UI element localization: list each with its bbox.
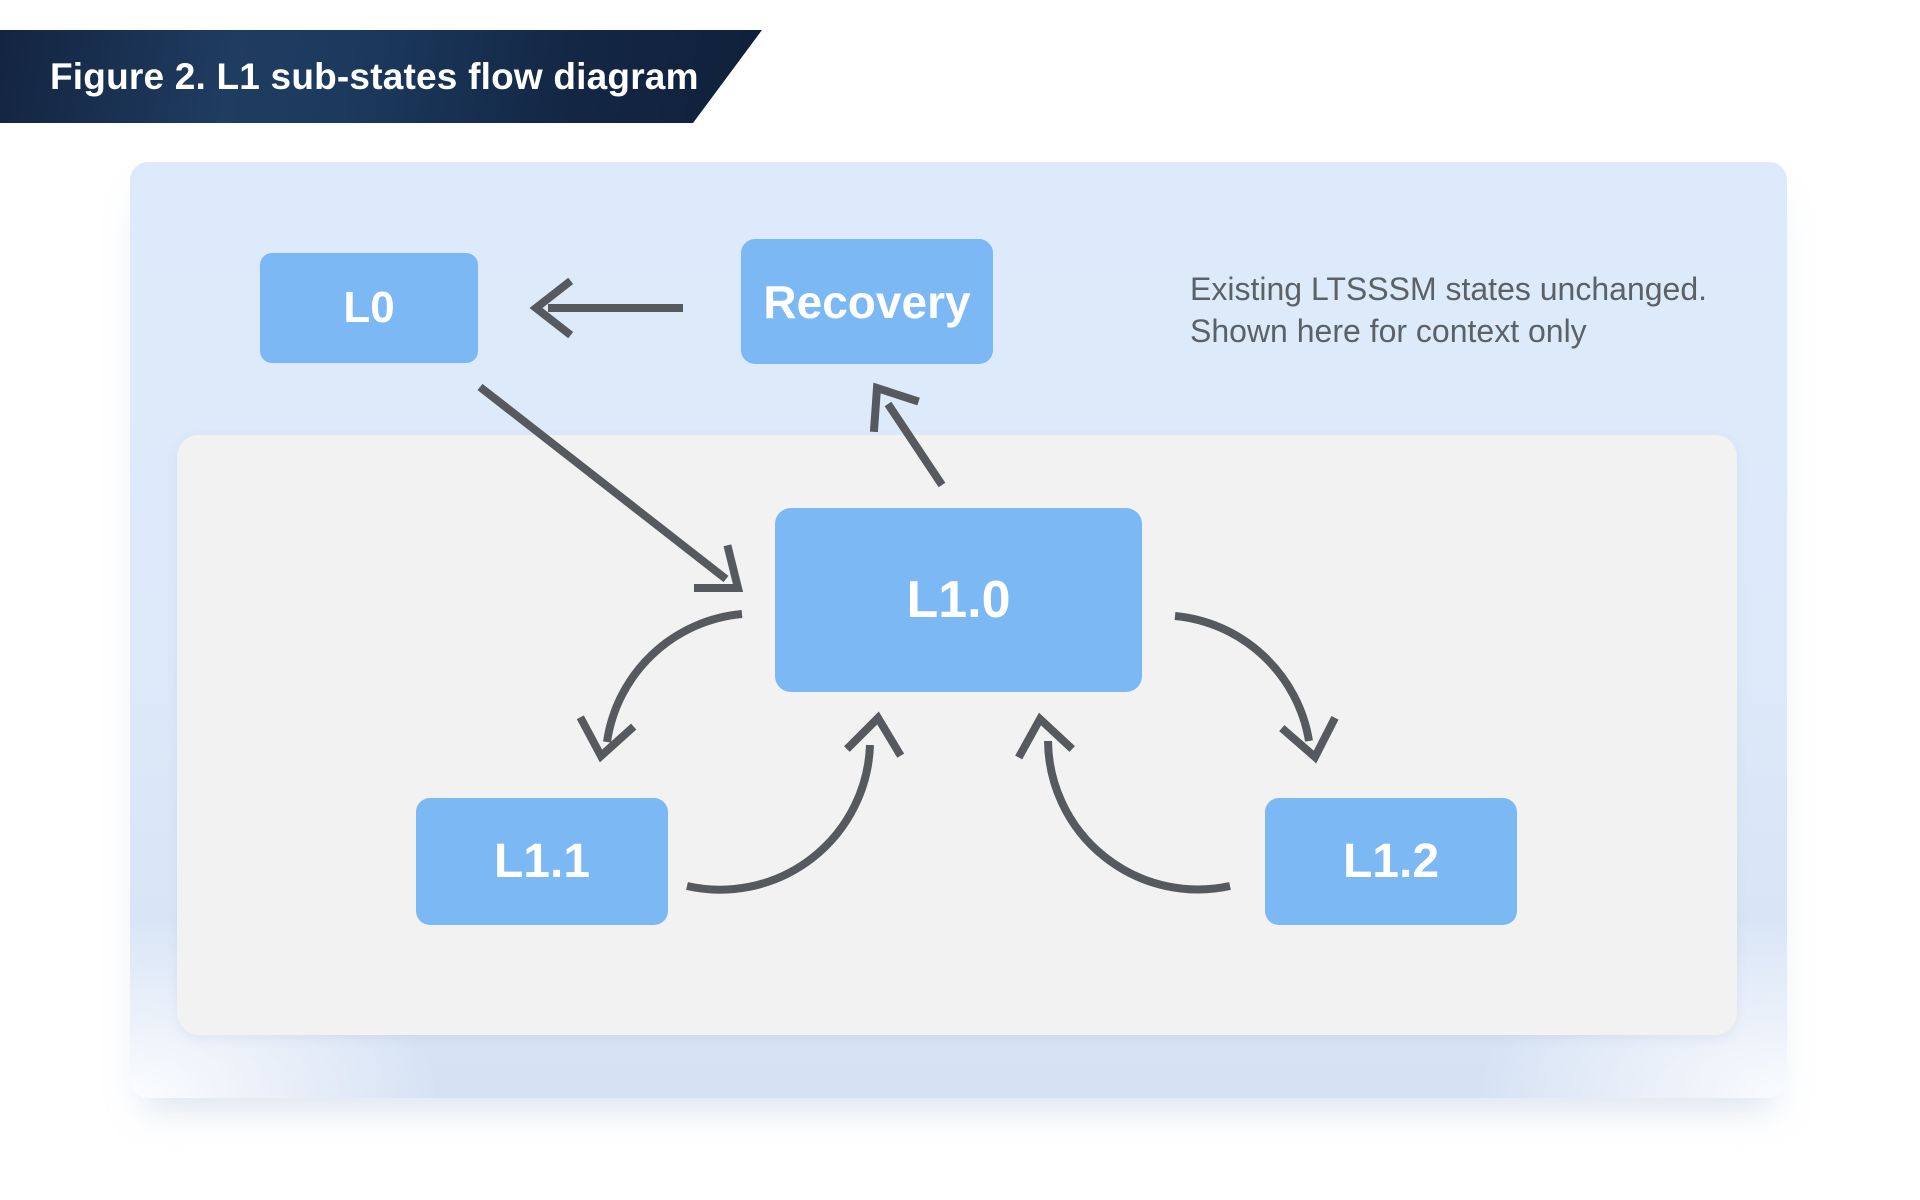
state-label-recovery: Recovery (763, 275, 971, 328)
context-note-line2: Shown here for context only (1190, 313, 1587, 349)
figure-title: Figure 2. L1 sub-states flow diagram (50, 56, 699, 97)
state-label-l1-1: L1.1 (493, 835, 591, 888)
context-note: Existing LTSSSM states unchanged. Shown … (1190, 268, 1790, 352)
figure-title-banner: Figure 2. L1 sub-states flow diagram (0, 30, 762, 123)
state-node-l1-2: L1.2 (1265, 798, 1517, 925)
state-node-recovery: Recovery (741, 239, 993, 364)
state-label-l1-0: L1.0 (906, 571, 1011, 629)
context-note-line1: Existing LTSSSM states unchanged. (1190, 271, 1708, 307)
state-node-l1-0: L1.0 (775, 508, 1142, 692)
state-label-l1-2: L1.2 (1342, 835, 1440, 888)
state-node-l0: L0 (260, 253, 478, 363)
state-node-l1-1: L1.1 (416, 798, 668, 925)
state-label-l0: L0 (343, 283, 395, 332)
